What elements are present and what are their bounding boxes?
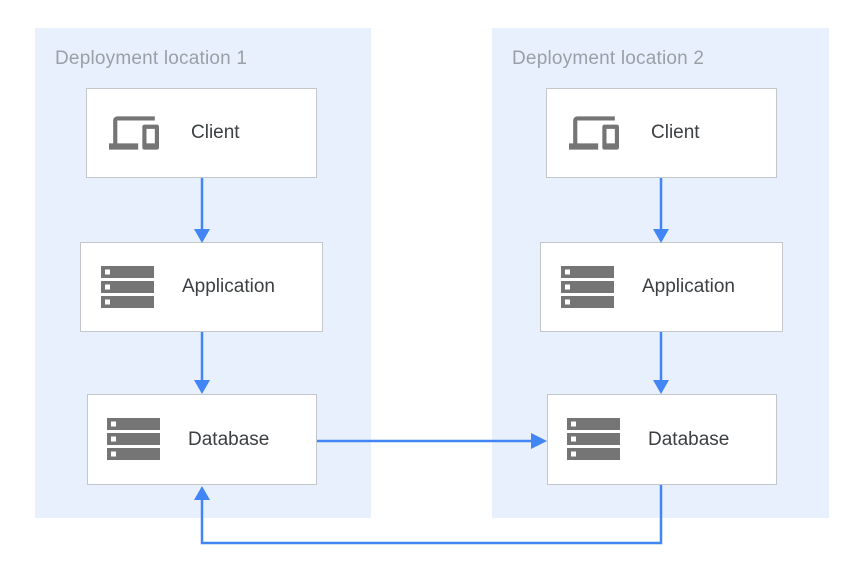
server-stack-icon [107, 418, 161, 461]
region-1-label: Deployment location 1 [55, 48, 248, 69]
node-label: Application [642, 276, 735, 297]
node-label: Database [188, 428, 270, 450]
node-database-2: Database [547, 394, 777, 485]
devices-icon [104, 108, 164, 158]
server-stack-icon [567, 418, 621, 461]
node-client-2: Client [546, 88, 777, 178]
node-database-1: Database [87, 394, 317, 485]
server-stack-icon [561, 265, 615, 309]
devices-icon [564, 108, 624, 158]
node-application-2: Application [540, 242, 783, 332]
region-2-label: Deployment location 2 [512, 48, 705, 69]
node-application-1: Application [80, 242, 323, 332]
node-client-1: Client [86, 88, 317, 178]
node-label: Database [648, 428, 730, 450]
node-label: Client [191, 122, 240, 143]
server-stack-icon [101, 265, 155, 309]
node-label: Client [651, 122, 700, 143]
node-label: Application [182, 276, 275, 297]
